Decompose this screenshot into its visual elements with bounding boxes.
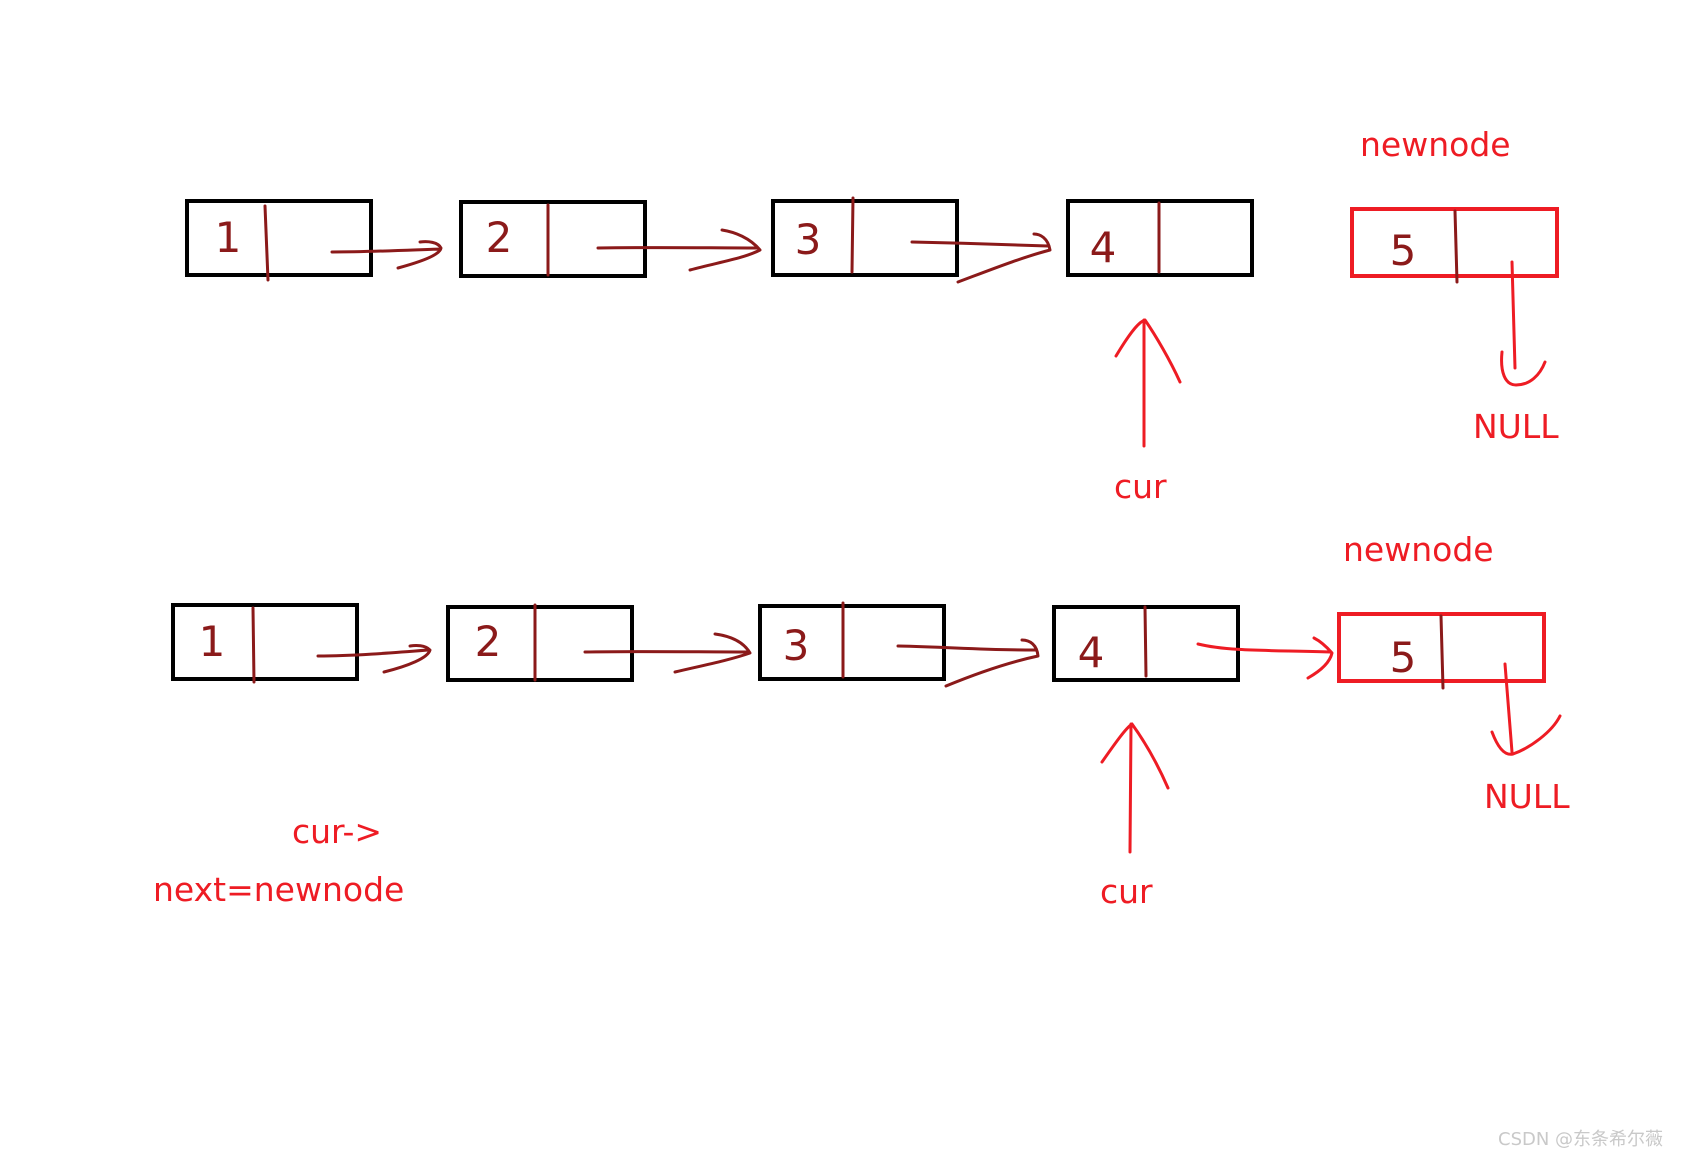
cur-label-after: cur (1100, 872, 1153, 911)
null-label-before: NULL (1473, 407, 1559, 446)
link-arrow (316, 644, 432, 674)
node-value: 1 (199, 617, 226, 666)
operation-text-line2: next=newnode (153, 870, 405, 909)
node-1-after: 1 (171, 603, 359, 684)
node-value: 2 (486, 213, 513, 262)
node-value: 3 (783, 621, 810, 670)
newnode-label-before: newnode (1360, 125, 1511, 164)
row-after: 1 2 3 4 (171, 601, 1562, 854)
node-4-after: 4 (1052, 605, 1240, 682)
node-value: 3 (795, 215, 822, 264)
null-pointer-arrow (1490, 662, 1562, 756)
node-2-before: 2 (459, 200, 647, 278)
node-value: 4 (1078, 628, 1105, 677)
node-3-before: 3 (771, 196, 959, 277)
link-arrow (910, 232, 1052, 284)
node-value: 1 (215, 213, 242, 262)
cur-pointer-arrow (1100, 722, 1170, 854)
row-before: 1 2 3 4 5 (185, 196, 1559, 448)
cur-label-before: cur (1114, 467, 1167, 506)
newnode-label-after: newnode (1343, 530, 1494, 569)
operation-text-line1: cur-> (292, 812, 383, 851)
node-2-after: 2 (446, 603, 634, 682)
node-1-before: 1 (185, 199, 373, 282)
link-arrow (583, 632, 752, 674)
new-node-after: 5 (1337, 612, 1546, 690)
link-arrow (596, 228, 762, 272)
cur-pointer-arrow (1114, 318, 1182, 448)
node-value: 5 (1390, 226, 1417, 275)
node-value: 5 (1390, 633, 1417, 682)
node-value: 2 (475, 617, 502, 666)
new-node-before: 5 (1350, 207, 1559, 284)
null-label-after: NULL (1484, 777, 1570, 816)
node-4-before: 4 (1066, 199, 1254, 277)
node-3-after: 3 (758, 601, 946, 681)
node-value: 4 (1090, 223, 1117, 272)
link-arrow (896, 638, 1040, 688)
watermark: CSDN @东条希尔薇 (1498, 1129, 1664, 1150)
new-link-arrow (1196, 636, 1334, 680)
null-pointer-arrow (1500, 260, 1547, 387)
link-arrow (330, 240, 443, 270)
